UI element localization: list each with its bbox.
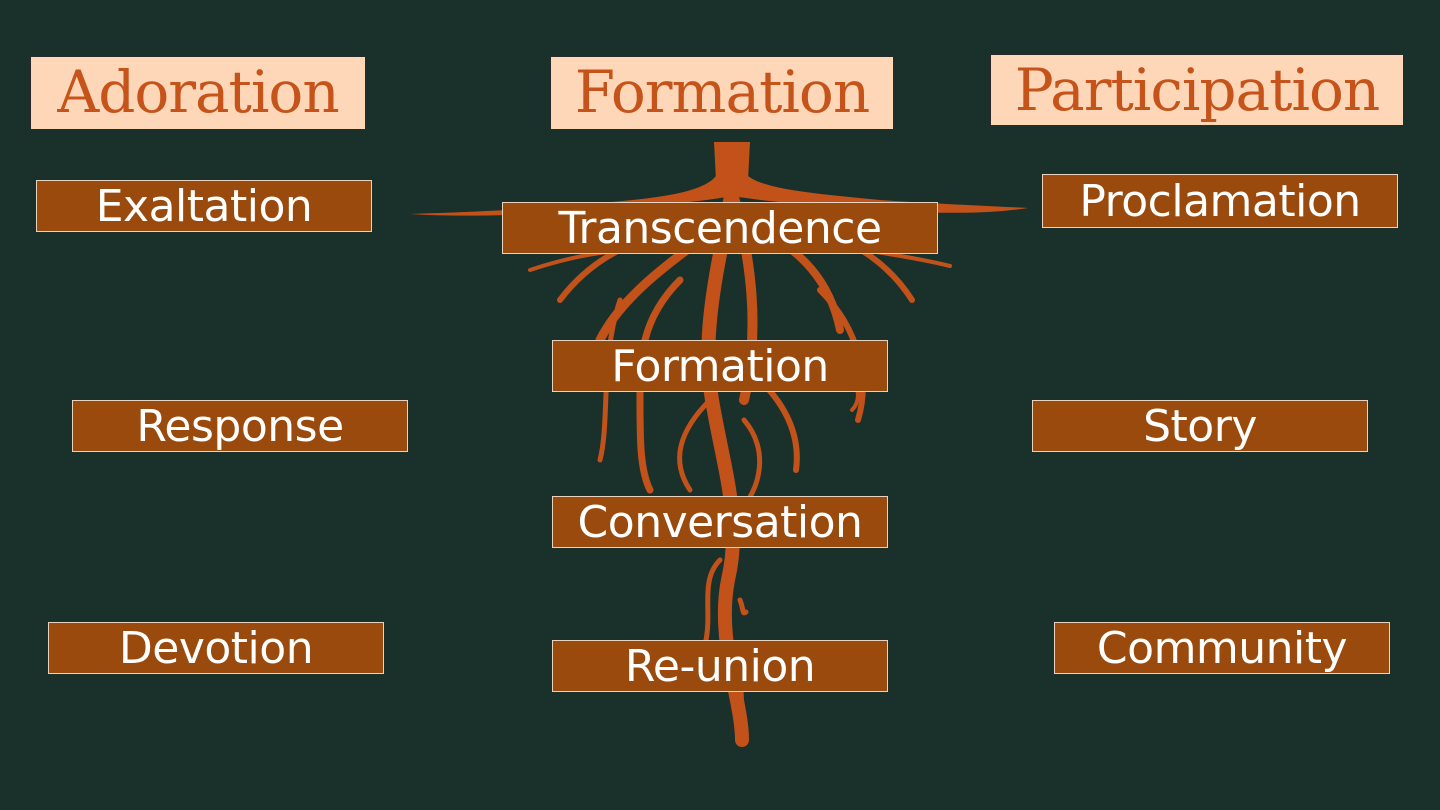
root-branch [757, 377, 800, 473]
box-transcendence: Transcendence [502, 202, 938, 254]
root-branch [703, 557, 723, 643]
box-re-union: Re-union [552, 640, 888, 692]
box-proclamation: Proclamation [1042, 174, 1398, 228]
box-devotion: Devotion [48, 622, 384, 674]
header-formation: Formation [550, 56, 894, 130]
box-conversation: Conversation [552, 496, 888, 548]
header-participation: Participation [990, 54, 1404, 126]
box-exaltation: Exaltation [36, 180, 372, 232]
root-branch [636, 276, 684, 494]
root-trunk [714, 142, 750, 180]
root-branch [677, 397, 713, 493]
header-adoration: Adoration [30, 56, 366, 130]
box-formation: Formation [552, 340, 888, 392]
root-branch [737, 597, 749, 616]
box-story: Story [1032, 400, 1368, 452]
box-community: Community [1054, 622, 1390, 674]
box-response: Response [72, 400, 408, 452]
